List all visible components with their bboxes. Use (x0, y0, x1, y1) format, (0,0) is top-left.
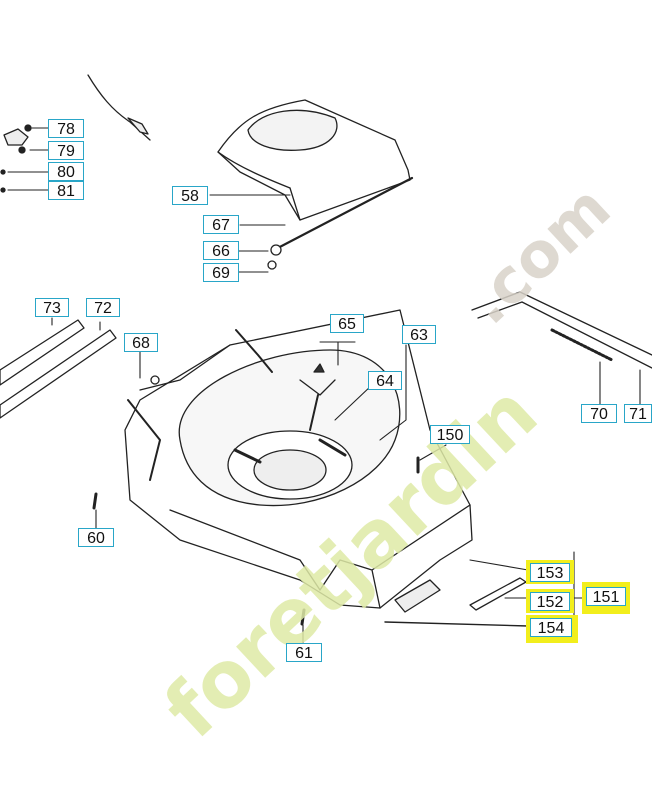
label-81: 81 (48, 181, 84, 200)
label-61: 61 (286, 643, 322, 662)
label-65: 65 (330, 314, 364, 333)
label-150: 150 (430, 425, 470, 444)
label-67: 67 (203, 215, 239, 234)
label-58: 58 (172, 186, 208, 205)
label-154: 154 (530, 618, 572, 637)
part-66-washer (270, 244, 282, 256)
part-72-strip (0, 329, 117, 419)
label-70: 70 (581, 404, 617, 423)
label-72: 72 (86, 298, 120, 317)
handle-bar (471, 291, 652, 369)
part-70-spring (550, 328, 614, 362)
label-79: 79 (48, 141, 84, 160)
label-63: 63 (402, 325, 436, 344)
part-78-nut (24, 124, 32, 132)
label-151: 151 (586, 587, 626, 606)
label-71: 71 (624, 404, 652, 423)
part-67-rod (272, 176, 414, 252)
label-64: 64 (368, 371, 402, 390)
part-65-bolt (313, 363, 325, 373)
throttle-cable (87, 74, 151, 141)
label-60: 60 (78, 528, 114, 547)
part-152-bracket (469, 577, 527, 611)
label-78: 78 (48, 119, 84, 138)
label-69: 69 (203, 263, 239, 282)
part-79-lever (3, 128, 29, 146)
label-152: 152 (530, 592, 570, 611)
label-73: 73 (35, 298, 69, 317)
part-58-deflector (217, 99, 411, 221)
part-154-rod (384, 621, 529, 627)
part-61-screw (300, 608, 306, 626)
cable-end (127, 117, 149, 135)
label-80: 80 (48, 162, 84, 181)
part-73-strip (0, 319, 85, 386)
part-153-plug (394, 579, 441, 613)
label-66: 66 (203, 241, 239, 260)
label-68: 68 (124, 333, 158, 352)
part-68-clip (150, 375, 160, 385)
label-153: 153 (530, 563, 570, 582)
part-69-pin (267, 260, 277, 270)
part-60-screw (92, 492, 98, 510)
